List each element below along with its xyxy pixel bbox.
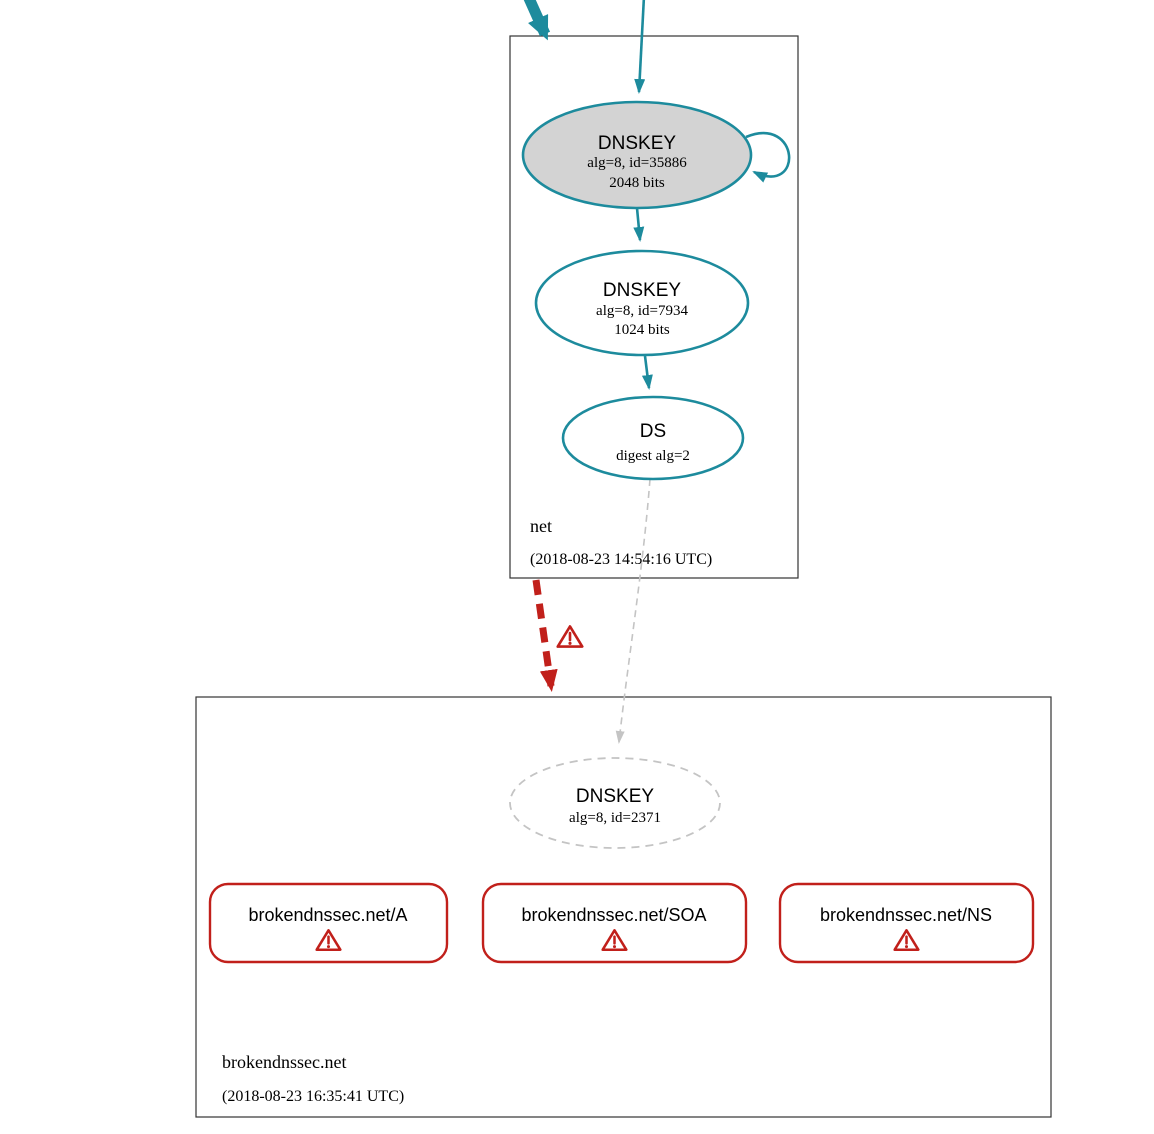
zone-timestamp-net: (2018-08-23 14:54:16 UTC) [530,551,712,568]
warning-icon-delegation [556,625,584,648]
edge-zsk-to-ds [641,355,653,390]
zone-name-net: net [530,516,552,536]
dnskey-zsk-detail1: alg=8, id=7934 [596,303,688,319]
zone-name-brokendnssec: brokendnssec.net [222,1052,346,1072]
rrset-ns-box [778,882,1035,964]
zone-timestamp-brokendnssec: (2018-08-23 16:35:41 UTC) [222,1088,404,1105]
node-dnskey-zsk [534,249,750,357]
rrset-node-a: brokendnssec.net/A [208,882,449,964]
node-ds [561,395,745,481]
dnskey-ksk-title: DNSKEY [598,133,676,154]
rrset-a-box [208,882,449,964]
rrset-a-label: brokendnssec.net/A [248,905,407,925]
dnskey-child-detail1: alg=8, id=2371 [569,810,661,826]
rrset-node-soa: brokendnssec.net/SOA [481,882,748,964]
dnskey-ksk-detail2: 2048 bits [609,175,665,191]
rrset-soa-label: brokendnssec.net/SOA [521,905,706,925]
edge-ksk-to-zsk [633,207,645,242]
rrset-node-ns: brokendnssec.net/NS [778,882,1035,964]
rrset-ns-label: brokendnssec.net/NS [820,905,992,925]
edge-parent-ds-to-ksk [634,0,646,94]
dnskey-zsk-title: DNSKEY [603,280,681,301]
ds-detail1: digest alg=2 [616,448,690,464]
dnskey-child-title: DNSKEY [576,786,654,807]
edge-ksk-self-sign [745,131,791,183]
dnskey-zsk-detail2: 1024 bits [614,322,670,338]
rrset-soa-box [481,882,748,964]
node-dnskey-ksk [521,100,753,210]
edge-ds-to-child-dnskey-dashed [615,478,651,744]
edge-net-to-brokendnssec-bogus [532,579,558,692]
node-dnskey-child [509,757,721,849]
edge-parent-to-net-thick [523,0,551,41]
ds-title: DS [640,421,666,442]
dnskey-ksk-detail1: alg=8, id=35886 [587,155,687,171]
